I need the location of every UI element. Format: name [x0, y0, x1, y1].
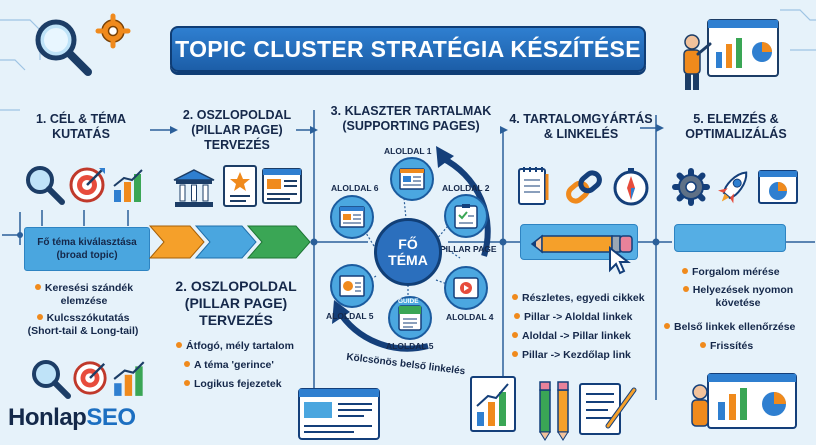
compass-icon: [613, 168, 649, 206]
page-label: ALOLDAL 6: [331, 183, 379, 193]
building-icon: [173, 169, 215, 207]
step5-band: [674, 224, 786, 252]
page-label: ALOLDAL 5: [386, 341, 434, 351]
step5-bullet: Forgalom mérése: [682, 266, 780, 279]
document-icon: [579, 383, 637, 435]
gear-icon: [95, 13, 131, 49]
pie-chart-icon: [758, 170, 798, 204]
step4-title: 4. TARTALOMGYÁRTÁS & LINKELÉS: [509, 112, 653, 141]
step4-bullet: Aloldal -> Pillar linkek: [512, 330, 631, 343]
aloldal-5-node[interactable]: [330, 195, 374, 239]
bar-chart-icon: [113, 361, 145, 396]
guide-book-icon: [398, 305, 422, 331]
guide-node[interactable]: [388, 296, 432, 340]
page-label: ALOLDAL 2: [442, 183, 490, 193]
pencil-icon: [539, 381, 569, 441]
step2-title: 2. OSZLOPOLDAL (PILLAR PAGE) TERVEZÉS: [182, 108, 292, 152]
main-topic-hub[interactable]: FŐ TÉMA: [374, 218, 442, 286]
webpage-icon: [399, 168, 425, 190]
webpage-icon: [339, 206, 365, 228]
dashboard-icon: [691, 373, 797, 429]
bar-chart-icon: [470, 376, 516, 432]
bar-chart-icon: [113, 169, 143, 202]
step4-bullet: Pillar -> Kezdőlap link: [512, 349, 631, 362]
bar-chart-icon: [339, 275, 365, 297]
webpage-icon: [262, 168, 302, 204]
step5-bullet: Belső linkek ellenőrzése: [664, 321, 795, 334]
aloldal-4-node[interactable]: [444, 266, 488, 310]
magnifier-icon: [32, 360, 71, 399]
rocket-icon: [717, 171, 748, 204]
step2-bullet: Logikus fejezetek: [184, 378, 282, 391]
step5-bullet: Frissítés: [700, 340, 753, 353]
step2-bullet: A téma 'gerince': [184, 359, 274, 372]
pencil-icon: [530, 234, 633, 254]
magnifier-icon: [35, 19, 92, 76]
step1-box: [24, 227, 150, 271]
step5-title: 5. ELEMZÉS & OPTIMALIZÁLÁS: [685, 112, 787, 141]
step1-bullet: Kulcsszókutatás (Short-tail & Long-tail): [27, 312, 139, 337]
chain-icon: [566, 170, 602, 204]
step5-bullet: Helyezések nyomon követése: [664, 284, 812, 310]
person-icon: [683, 19, 779, 90]
aloldal-1-node[interactable]: [390, 157, 434, 201]
page-label: PILLAR PAGE: [440, 244, 497, 254]
guide-label: GUIDE: [398, 298, 419, 305]
aloldal-2-node[interactable]: [444, 194, 488, 238]
magnifier-icon: [26, 166, 65, 205]
page-title: TOPIC CLUSTER STRATÉGIA KÉSZÍTÉSE: [170, 26, 646, 72]
step4-bullet: Részletes, egyedi cikkek: [512, 292, 645, 305]
step4-bullet: Pillar -> Aloldal linkek: [514, 311, 632, 324]
aloldal-6-node[interactable]: [330, 264, 374, 308]
chevron-arrows: [148, 225, 311, 259]
step2-big-title: 2. OSZLOPOLDAL (PILLAR PAGE) TERVEZÉS: [175, 278, 297, 328]
webpage-icon: [298, 388, 380, 440]
page-label: ALOLDAL 4: [446, 312, 494, 322]
step2-bullet: Átfogó, mély tartalom: [176, 340, 294, 353]
checklist-icon: [454, 204, 478, 229]
notebook-icon: [518, 167, 549, 205]
page-label: ALOLDAL 5: [326, 311, 374, 321]
step1-bullet: Keresési szándék elemzése: [18, 282, 150, 308]
step1-box-text: Fő téma kiválasztása (broad topic): [37, 237, 137, 261]
target-icon: [69, 167, 105, 203]
video-icon: [453, 277, 479, 299]
step3-title: 3. KLASZTER TARTALMAK (SUPPORTING PAGES): [330, 104, 492, 133]
page-label: ALOLDAL 1: [384, 146, 432, 156]
target-icon: [73, 361, 107, 395]
cursor-icon: [609, 245, 631, 275]
brand-logo: HonlapSEO: [8, 404, 136, 431]
step1-title: 1. CÉL & TÉMA KUTATÁS: [35, 112, 127, 141]
star-doc-icon: [223, 165, 257, 207]
gear-icon: [672, 168, 710, 206]
